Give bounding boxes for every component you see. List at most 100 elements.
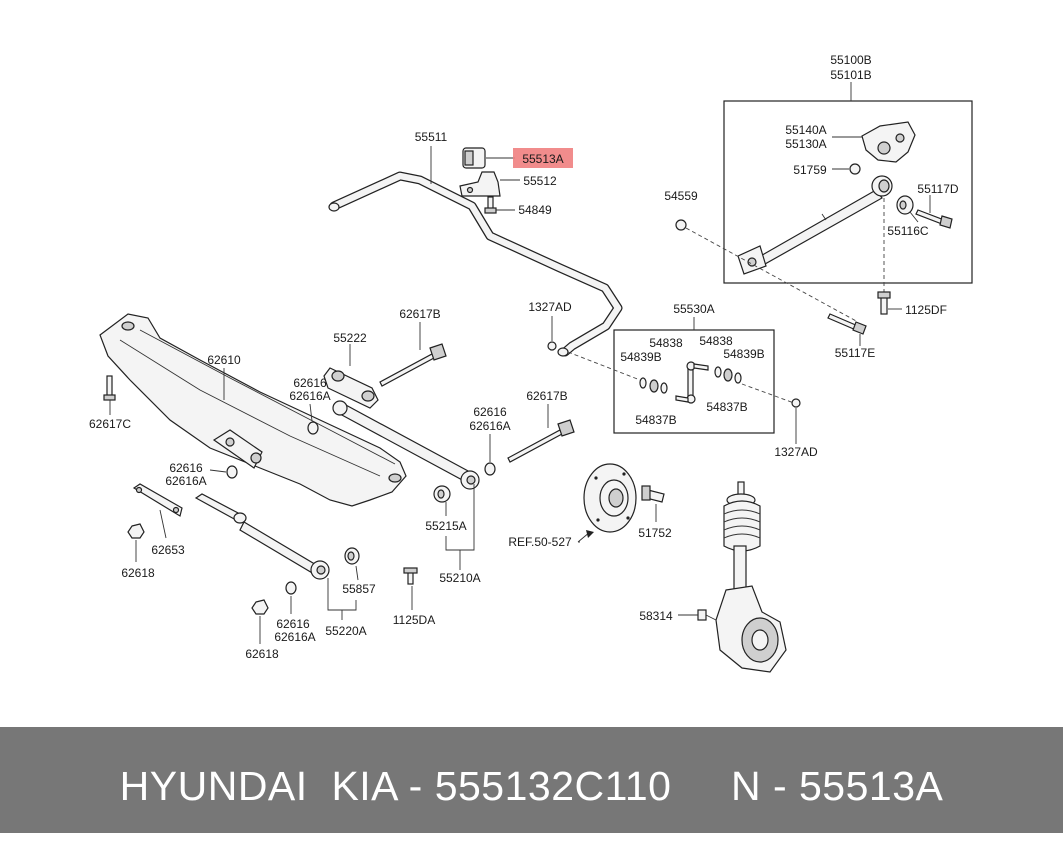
label-54559: 54559 xyxy=(664,189,698,203)
nut-1327ad xyxy=(547,341,557,351)
label-51759: 51759 xyxy=(793,163,827,177)
label-58314: 58314 xyxy=(639,609,673,623)
label-62618: 62618 xyxy=(121,566,155,580)
label-55857: 55857 xyxy=(342,582,376,596)
parts-diagram: 55100B 55101B 55140A 55130A 51759 55117D… xyxy=(89,53,973,673)
leader-line xyxy=(355,565,359,581)
label-62617b: 62617B xyxy=(399,307,440,321)
washer-54839b xyxy=(734,372,742,384)
label-54837b: 54837B xyxy=(706,400,747,414)
label-55512: 55512 xyxy=(523,174,557,188)
nut-51759 xyxy=(849,163,861,175)
nut-54559 xyxy=(675,219,687,231)
label-55513a: 55513A xyxy=(522,152,563,166)
label-1327ad: 1327AD xyxy=(774,445,818,459)
label-62618: 62618 xyxy=(245,647,279,661)
label-55100b: 55100B xyxy=(830,53,871,67)
label-62616a: 62616A xyxy=(289,389,330,403)
washer-62616 xyxy=(307,421,319,435)
bolt-62617b xyxy=(379,343,447,387)
label-54849: 54849 xyxy=(518,203,552,217)
leader-line xyxy=(159,509,167,539)
bolt-1125da xyxy=(403,567,418,585)
shock-absorber-knuckle xyxy=(715,481,787,673)
stabilizer-link xyxy=(675,361,709,404)
bolt-55117e xyxy=(827,313,867,335)
label-55220a: 55220A xyxy=(325,624,366,638)
stabilizer-bracket-55512 xyxy=(459,171,501,197)
dashed-line xyxy=(685,227,859,323)
upper-link-55222 xyxy=(323,367,379,409)
bolt-1125df xyxy=(877,291,891,315)
leader-line xyxy=(209,469,227,473)
label-55101b: 55101B xyxy=(830,68,871,82)
trailing-arm-assembly-frame xyxy=(723,100,973,284)
trailing-arm-bracket xyxy=(861,121,916,163)
label-55215a: 55215A xyxy=(425,519,466,533)
bushing-55215a xyxy=(433,485,451,503)
label-62616: 62616 xyxy=(276,617,310,631)
label-62616a: 62616A xyxy=(274,630,315,644)
bolt-54849 xyxy=(484,196,497,214)
bolt-55117d xyxy=(915,209,953,229)
label-54838: 54838 xyxy=(699,334,733,348)
leader-line xyxy=(309,403,313,422)
part-highlight xyxy=(513,148,573,168)
washer-62616 xyxy=(226,465,238,479)
washer-62616 xyxy=(484,462,496,476)
stabilizer-bar xyxy=(329,171,623,357)
label-62617b: 62617B xyxy=(526,389,567,403)
label-54839b: 54839B xyxy=(620,350,661,364)
bushing-55116c xyxy=(896,195,914,215)
bolt-62617c xyxy=(103,375,116,401)
bushing-55857 xyxy=(344,547,360,565)
sensor-bolt-58314 xyxy=(697,609,717,621)
label-55116c: 55116C xyxy=(887,224,928,238)
dashed-line xyxy=(567,351,641,381)
bushing-54837b xyxy=(723,368,733,382)
bolt-62617b xyxy=(507,419,575,463)
stabilizer-bar-end xyxy=(328,202,340,212)
dashed-line xyxy=(741,383,795,404)
label-55117d: 55117D xyxy=(917,182,958,196)
nut-54838 xyxy=(714,366,722,378)
label-1327ad: 1327AD xyxy=(528,300,572,314)
label-51752: 51752 xyxy=(638,526,672,540)
lateral-rod-55220a xyxy=(194,493,330,580)
label-62610: 62610 xyxy=(207,353,241,367)
nut-1327ad xyxy=(791,398,801,408)
label-55140a: 55140A xyxy=(785,123,826,137)
label-54838: 54838 xyxy=(649,336,683,350)
washer-62616 xyxy=(285,581,297,595)
leader-line xyxy=(909,211,919,223)
crossmember xyxy=(99,313,407,507)
label-62616: 62616 xyxy=(293,376,327,390)
label-54839b: 54839B xyxy=(723,347,764,361)
footer-bar: HYUNDAI KIA - 555132C110 N - 55513A xyxy=(0,727,1063,833)
part-number-caption: HYUNDAI KIA - 555132C110 N - 55513A xyxy=(119,763,944,809)
stabilizer-bar-fill xyxy=(330,172,622,356)
stabilizer-bushing-55513a xyxy=(462,147,486,169)
nut-62618 xyxy=(251,599,269,615)
arrow-icon xyxy=(586,530,594,538)
label-55210a: 55210A xyxy=(439,571,480,585)
wheel-hub xyxy=(583,463,637,533)
lower-link-55210a xyxy=(332,400,480,490)
bushing-54837b xyxy=(649,379,659,393)
label-ref-50-527: REF.50-527 xyxy=(508,535,572,549)
label-1125da: 1125DA xyxy=(393,613,435,627)
label-62616a: 62616A xyxy=(469,419,510,433)
label-62653: 62653 xyxy=(151,543,185,557)
label-62616a: 62616A xyxy=(165,474,206,488)
trailing-arm xyxy=(737,175,893,275)
label-62616: 62616 xyxy=(169,461,203,475)
label-55222: 55222 xyxy=(333,331,367,345)
bolt-51752 xyxy=(641,485,665,503)
plate-62653 xyxy=(132,483,183,517)
label-62617c: 62617C xyxy=(89,417,131,431)
label-55117e: 55117E xyxy=(835,346,875,360)
label-55511: 55511 xyxy=(415,130,448,144)
label-1125df: 1125DF xyxy=(905,303,947,317)
label-55130a: 55130A xyxy=(785,137,826,151)
nut-62618 xyxy=(127,523,145,539)
